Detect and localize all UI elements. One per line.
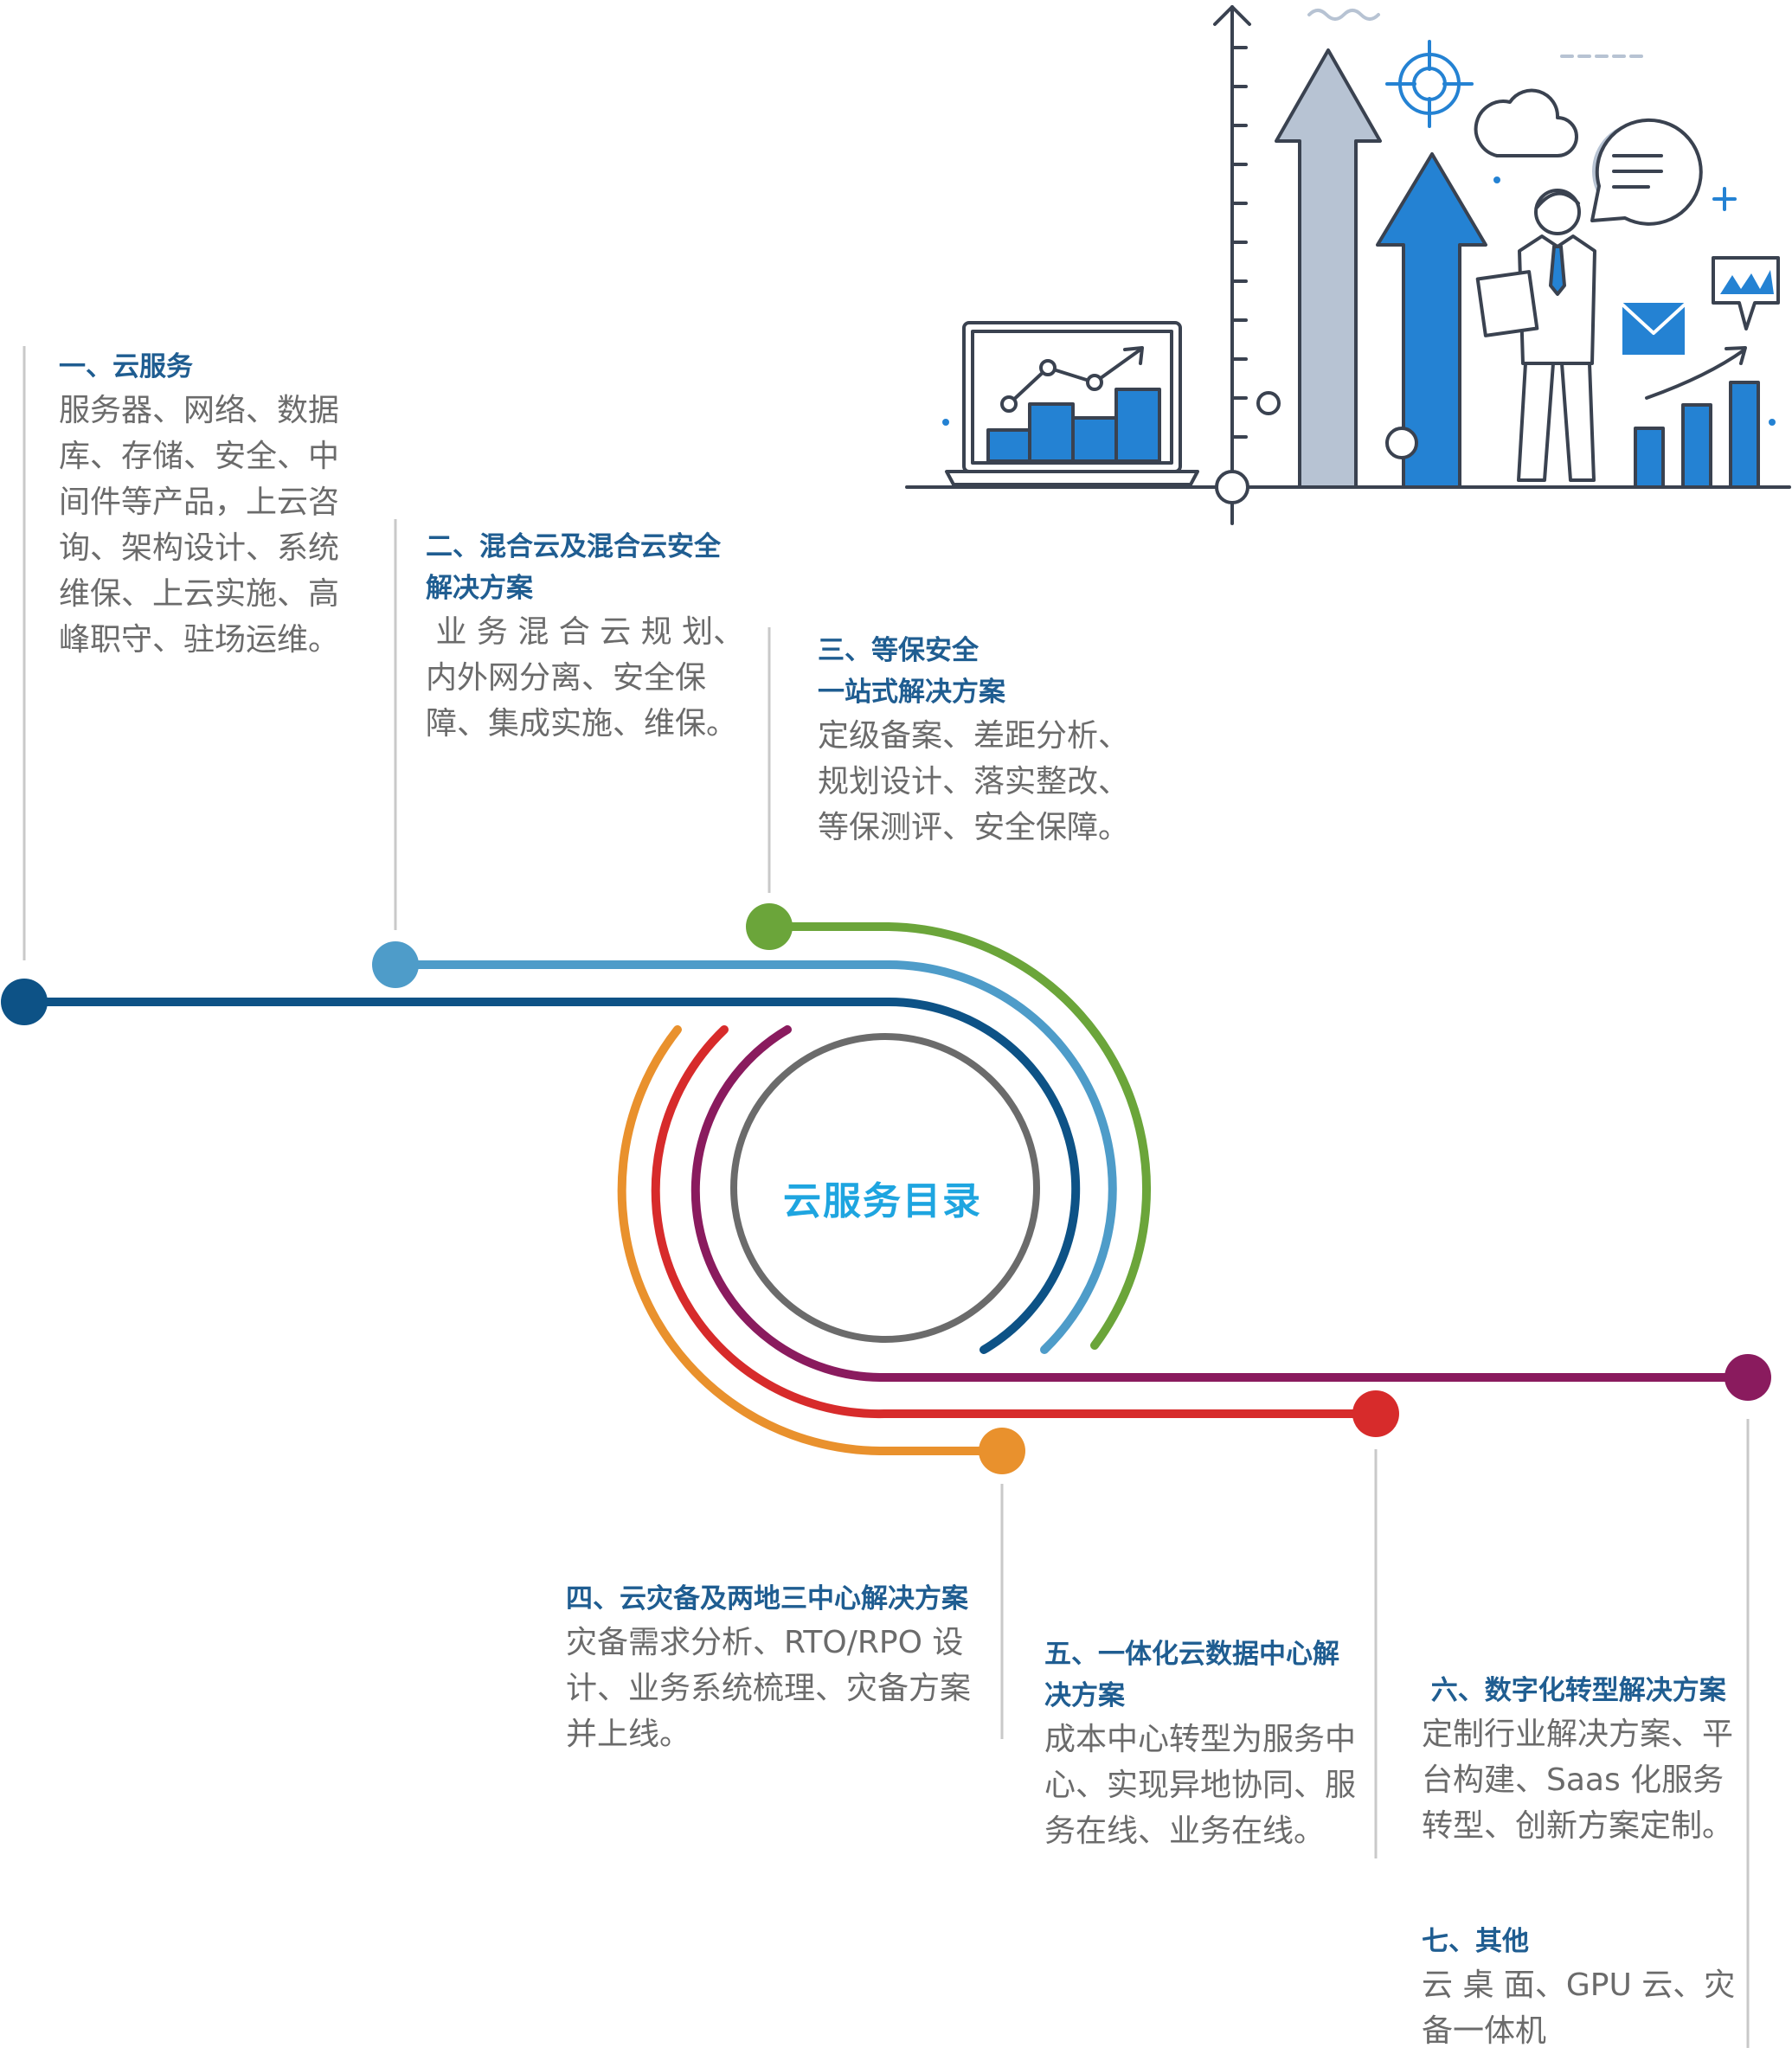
section-title: 六、数字化转型解决方案: [1422, 1675, 1726, 1706]
section-body-line: 定制行业解决方案、平: [1422, 1717, 1734, 1752]
business-growth-illustration: [905, 5, 1791, 525]
wave-icon: [1307, 9, 1380, 21]
section-body-line: 云 桌 面、GPU 云、灾: [1422, 1967, 1736, 2003]
target-icon: [1385, 40, 1474, 128]
section-security-compliance: 三、等保安全 一站式解决方案 定级备案、差距分析、 规划设计、落实整改、 等保测…: [818, 630, 1164, 850]
section-body-line: 峰职守、驻场运维。: [59, 622, 340, 658]
section-hybrid-cloud: 二、混合云及混合云安全 解决方案 业 务 混 合 云 规 划、 内外网分离、安全…: [426, 526, 755, 747]
path-s1: [20, 998, 1081, 1354]
axis-icon: [1213, 5, 1281, 525]
dot-s4: [979, 1428, 1025, 1474]
dot-s2: [372, 941, 419, 988]
section-body-line: 定级备案、差距分析、: [818, 718, 1130, 754]
section-body-line: 业 务 混 合 云 规 划、: [426, 614, 745, 650]
businessman-icon: [1475, 189, 1596, 482]
section-digital-transformation: 六、数字化转型解决方案 定制行业解决方案、平 台构建、Saas 化服务 转型、创…: [1422, 1670, 1750, 1849]
section-body-line: 计、业务系统梳理、灾备方案: [566, 1671, 972, 1706]
section-title: 解决方案: [426, 573, 533, 604]
connector-lines: [22, 346, 1750, 2048]
section-body-line: 库、存储、安全、中: [59, 439, 340, 474]
section-cloud-services: 一、云服务 服务器、网络、数据 库、存储、安全、中 间件等产品，上云咨 询、架构…: [59, 346, 388, 663]
section-title: 四、云灾备及两地三中心解决方案: [566, 1583, 968, 1614]
grey-arrow-icon: [1275, 48, 1382, 489]
section-title: 决方案: [1044, 1680, 1125, 1711]
dot-s3: [746, 903, 793, 950]
path-s2: [391, 960, 1117, 1354]
section-body-line: 等保测评、安全保障。: [818, 810, 1130, 845]
section-body-line: 台构建、Saas 化服务: [1422, 1762, 1725, 1798]
dot-s1: [1, 979, 48, 1025]
section-body-line: 转型、创新方案定制。: [1422, 1808, 1734, 1844]
section-title: 一站式解决方案: [818, 677, 1005, 708]
section-body-line: 规划设计、落实整改、: [818, 764, 1130, 799]
bar-chart-icon: [1634, 346, 1760, 489]
section-integrated-datacenter: 五、一体化云数据中心解 决方案 成本中心转型为服务中 心、实现异地协同、服 务在…: [1044, 1634, 1373, 1854]
section-body-line: 障、集成实施、维保。: [426, 706, 738, 741]
mail-icon: [1621, 303, 1686, 355]
section-body-line: 内外网分离、安全保: [426, 660, 707, 696]
section-body-line: 务在线、业务在线。: [1044, 1813, 1326, 1849]
center-ring: [730, 1033, 1040, 1343]
path-s6: [690, 1025, 1752, 1383]
section-title: 一、云服务: [59, 351, 193, 382]
section-others: 七、其他 云 桌 面、GPU 云、灾 备一体机: [1422, 1921, 1750, 2054]
section-body-line: 心、实现异地协同、服: [1044, 1768, 1357, 1803]
section-body-line: 成本中心转型为服务中: [1044, 1722, 1357, 1757]
section-title: 七、其他: [1422, 1926, 1529, 1957]
path-s4: [617, 1025, 1006, 1456]
section-body-line: 服务器、网络、数据: [59, 393, 340, 428]
section-disaster-recovery: 四、云灾备及两地三中心解决方案 灾备需求分析、RTO/RPO 设 计、业务系统梳…: [566, 1578, 981, 1757]
section-title: 三、等保安全: [818, 635, 979, 666]
dot-s5: [1352, 1390, 1399, 1437]
path-s5: [651, 1025, 1380, 1419]
endpoint-dots: [1, 903, 1771, 1474]
center-title: 云服务目录: [783, 1179, 982, 1223]
section-title: 五、一体化云数据中心解: [1044, 1639, 1339, 1670]
section-title: 二、混合云及混合云安全: [426, 531, 721, 562]
section-body-line: 并上线。: [566, 1717, 691, 1752]
section-body-line: 询、架构设计、系统: [59, 530, 340, 566]
section-body-line: 备一体机: [1422, 2013, 1547, 2049]
chat-bubble-icon: [1590, 118, 1703, 226]
section-body-line: 灾备需求分析、RTO/RPO 设: [566, 1625, 964, 1660]
section-body-line: 间件等产品，上云咨: [59, 485, 340, 520]
laptop-chart-icon: [945, 321, 1199, 486]
blue-arrow-icon: [1376, 152, 1487, 489]
dot-s6: [1725, 1354, 1771, 1401]
path-s3: [765, 922, 1151, 1350]
image-bubble-icon: [1712, 256, 1780, 331]
section-body-line: 维保、上云实施、高: [59, 576, 340, 612]
cloud-icon: [1474, 88, 1578, 157]
